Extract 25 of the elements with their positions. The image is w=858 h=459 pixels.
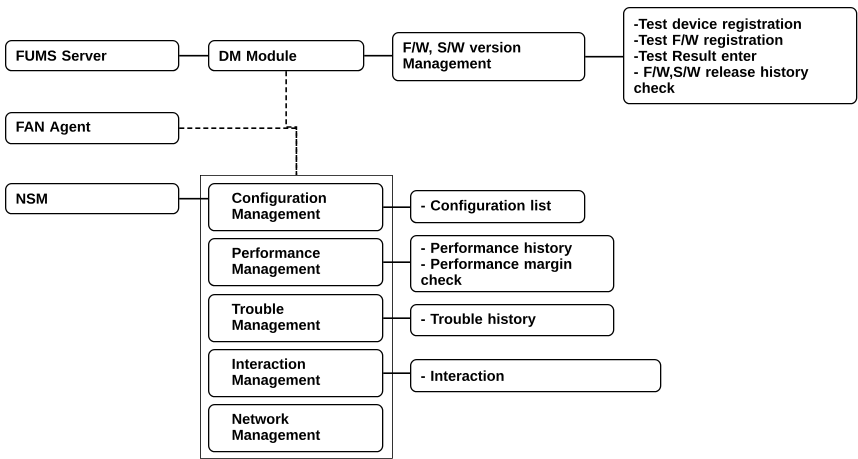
process-box: DM Module xyxy=(208,40,364,72)
connector-line xyxy=(364,54,392,56)
connector-line xyxy=(383,261,410,263)
connector-line xyxy=(179,127,298,175)
note-box: - Trouble history xyxy=(410,304,614,336)
process-box: FUMS Server xyxy=(5,40,180,72)
note-box: - Interaction xyxy=(410,359,662,392)
connector-line xyxy=(179,198,208,200)
note-box: -Test device registration -Test F/W registration -Test Result enter - F/W,S/W release history check xyxy=(623,7,858,104)
process-box: Configuration Management xyxy=(208,183,384,232)
process-box: Network Management xyxy=(208,404,384,452)
connector-line xyxy=(383,317,410,319)
group-frame xyxy=(200,175,393,459)
process-box: F/W, S/W version Management xyxy=(392,32,586,82)
note-box: - Performance history - Performance margin check xyxy=(410,235,614,292)
process-box: Interaction Management xyxy=(208,349,384,398)
process-box: Trouble Management xyxy=(208,294,384,342)
process-box: NSM xyxy=(5,183,180,214)
process-box: FAN Agent xyxy=(5,112,180,144)
note-box: - Configuration list xyxy=(410,190,586,224)
process-box: Performance Management xyxy=(208,238,384,286)
connector-line xyxy=(383,206,410,208)
connector-line xyxy=(179,54,208,56)
connector-line xyxy=(383,372,410,374)
connector-line xyxy=(585,56,623,58)
